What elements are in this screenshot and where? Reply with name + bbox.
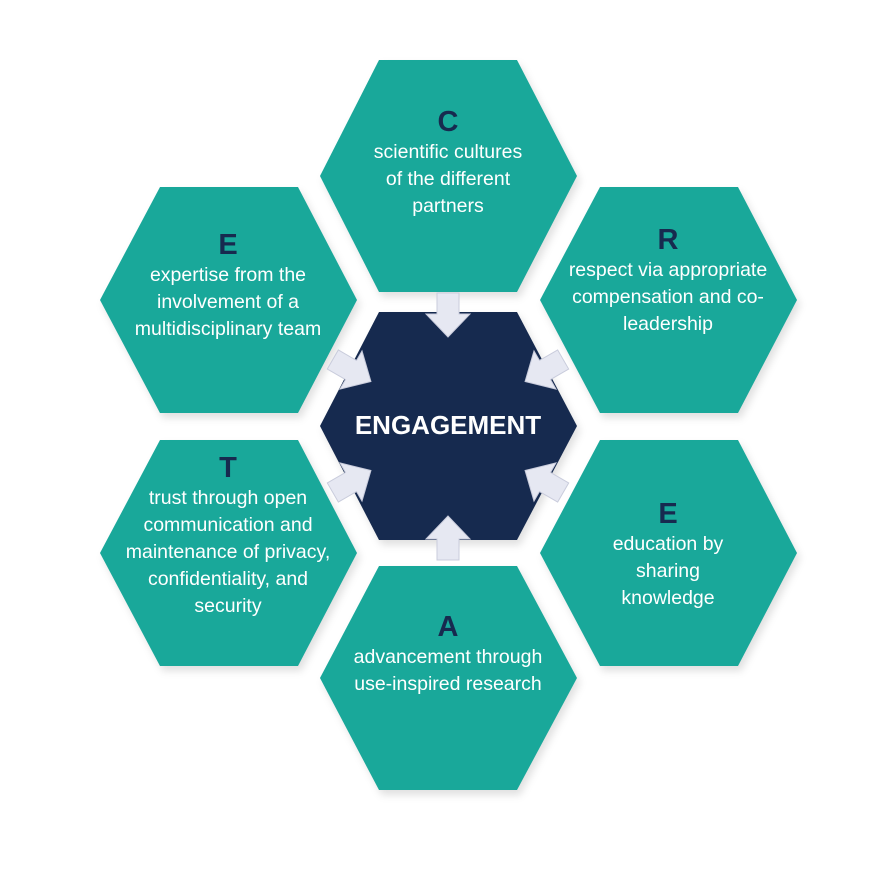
- hexagon-r: [540, 187, 797, 413]
- letter-e-education: E: [658, 498, 678, 530]
- arrow-from-e-expertise-icon: [326, 349, 372, 390]
- label-r: R respect via appropriate compensation a…: [538, 223, 798, 338]
- desc-c: scientific cultures of the different par…: [373, 141, 523, 217]
- hexagon-c: [320, 60, 577, 292]
- desc-a: advancement through use-inspired researc…: [353, 646, 543, 695]
- desc-t: trust through open communication and mai…: [125, 487, 331, 617]
- letter-r: R: [657, 224, 679, 256]
- letter-t: T: [219, 452, 237, 484]
- arrow-from-t-icon: [326, 462, 372, 503]
- center-title: ENGAGEMENT: [354, 410, 542, 440]
- label-e-expertise: E expertise from the involvement of a mu…: [98, 228, 358, 343]
- arrow-from-e-education-icon: [524, 462, 570, 503]
- label-t: T trust through open communication and m…: [98, 451, 358, 620]
- desc-e-expertise: expertise from the involvement of a mult…: [134, 264, 322, 340]
- desc-e-education: education by sharing knowledge: [612, 533, 724, 609]
- arrow-from-a-icon: [424, 515, 472, 561]
- arrow-from-c-icon: [424, 292, 472, 338]
- hexagon-center: [320, 312, 577, 540]
- label-c: C scientific cultures of the different p…: [318, 105, 578, 220]
- hexagon-e-education: [540, 440, 797, 666]
- letter-e-expertise: E: [218, 229, 238, 261]
- label-e-education: E education by sharing knowledge: [538, 497, 798, 612]
- letter-c: C: [437, 106, 459, 138]
- hexagon-e-expertise: [100, 187, 357, 413]
- desc-r: respect via appropriate compensation and…: [568, 259, 768, 335]
- hexagon-a: [320, 566, 577, 790]
- arrow-from-r-icon: [524, 349, 570, 390]
- hexagon-t: [100, 440, 357, 666]
- letter-a: A: [437, 611, 459, 643]
- label-a: A advancement through use-inspired resea…: [318, 610, 578, 698]
